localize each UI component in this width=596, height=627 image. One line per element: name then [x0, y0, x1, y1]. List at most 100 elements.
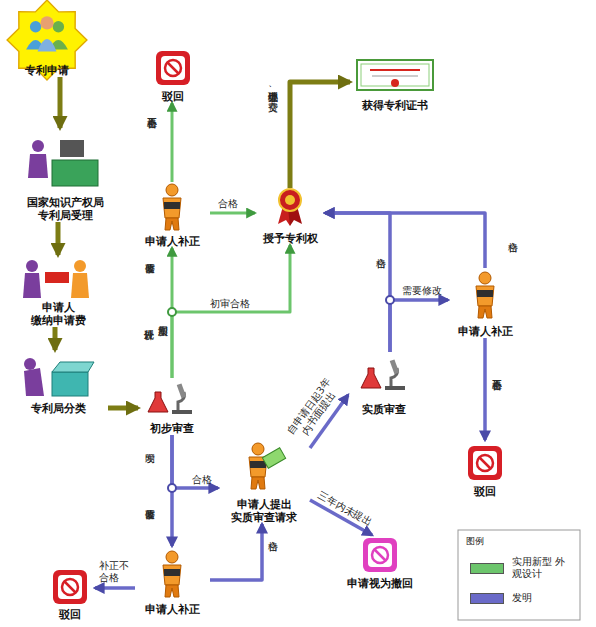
flow-arrow [172, 435, 218, 488]
process-step: 专利局分类 [8, 350, 108, 415]
start-node: 专利申请 [12, 5, 82, 77]
flow-arrow [95, 586, 135, 590]
flow-arrow [390, 300, 448, 352]
edge-label: 初审合格 [210, 298, 250, 310]
start-starburst [40, 16, 53, 29]
classify-icon [24, 368, 44, 396]
classify-icon [24, 358, 94, 396]
withdraw-icon [363, 538, 397, 572]
illustration-layer [361, 359, 405, 390]
illustration-layer [468, 446, 502, 480]
junction-dot [168, 484, 176, 492]
node-label: 授予专利权 [263, 232, 318, 245]
flow-arrow [53, 327, 58, 350]
withdrawn-node: 申请视为撤回 [338, 535, 422, 590]
reject-node: 驳回 [460, 440, 510, 498]
certificate-icon [357, 60, 433, 90]
flow-arrow [56, 222, 61, 255]
flow-arrow [325, 213, 390, 352]
office-icon [28, 154, 48, 178]
fee-icon [23, 260, 89, 298]
legend-label: 发明 [512, 592, 568, 604]
junction-dot [168, 308, 176, 316]
illustration-layer [148, 383, 192, 414]
edge-label: 办理登记手续、交费 [250, 84, 278, 166]
node-label: 驳回 [162, 90, 184, 103]
withdraw-icon [372, 547, 388, 563]
flow-arrow [483, 338, 487, 440]
legend-swatch [470, 593, 504, 604]
fee-icon [23, 273, 41, 298]
start-starburst [7, 0, 87, 80]
review-step: 初步审查 [138, 378, 206, 435]
grant-node: 授予专利权 [255, 188, 325, 245]
award-ribbon [285, 195, 295, 205]
reject-node: 驳回 [45, 565, 95, 621]
amend-step: 申请人补正 [135, 546, 210, 616]
flow-arrow [210, 524, 262, 580]
certificate-icon [372, 76, 418, 77]
fee-icon [45, 272, 69, 283]
reject-node: 驳回 [148, 45, 198, 103]
node-label: 专利申请 [25, 64, 69, 77]
flow-arrow [210, 212, 255, 215]
edge-label: 需要修改 [402, 285, 442, 297]
award-ribbon [279, 189, 301, 211]
node-label: 初步审查 [150, 422, 194, 435]
flow-arrow [325, 213, 485, 268]
withdraw-icon [374, 549, 386, 561]
amend-step: 申请人补正 [448, 268, 523, 338]
edge-label: 补正不合格 [99, 560, 133, 584]
review-step: 实质审查 [348, 352, 420, 416]
office-icon [32, 140, 44, 152]
node-label: 驳回 [59, 608, 81, 621]
flow-arrow [58, 77, 63, 128]
node-label: 申请人补正 [458, 325, 513, 338]
legend-swatch [470, 563, 504, 574]
illustration-layer [163, 184, 181, 230]
fee-icon [74, 260, 86, 272]
start-starburst [7, 0, 87, 80]
node-label: 获得专利证书 [362, 99, 428, 112]
process-step: 国家知识产权局 专利局受理 [5, 128, 125, 222]
node-label: 申请视为撤回 [347, 577, 413, 590]
withdraw-icon [368, 543, 392, 567]
node-label: 驳回 [474, 485, 496, 498]
certificate-icon [361, 64, 429, 86]
illustration-layer [53, 570, 87, 604]
fee-icon [71, 273, 89, 298]
certificate-icon [370, 69, 420, 71]
start-starburst [53, 21, 64, 32]
withdraw-icon [363, 538, 397, 572]
certificate-icon [391, 79, 399, 87]
illustration-layer [163, 551, 181, 597]
junction-dot [386, 296, 394, 304]
edge-label: 合格 [192, 474, 212, 486]
classify-icon [52, 372, 88, 396]
legend-frame [458, 530, 580, 620]
office-icon [60, 140, 84, 157]
illustration-layer [249, 443, 267, 489]
node-label: 实质审查 [362, 403, 406, 416]
flow-arrow [290, 82, 350, 188]
node-label: 申请人补正 [145, 603, 200, 616]
flow-arrow [108, 406, 138, 411]
illustration-layer [476, 272, 494, 318]
flow-arrow [171, 103, 174, 182]
process-step: 申请人 缴纳申请费 [8, 255, 108, 327]
illustration-layer [156, 51, 190, 85]
office-icon [52, 160, 98, 186]
node-label: 申请人补正 [145, 235, 200, 248]
legend-row: 实用新型 外观设计 [470, 556, 568, 580]
classify-icon [24, 358, 36, 370]
node-label: 国家知识产权局 专利局受理 [23, 196, 107, 222]
edge-label: 合格 [218, 198, 238, 210]
node-label: 专利局分类 [31, 402, 86, 415]
node-label: 申请人 缴纳申请费 [23, 301, 93, 327]
fee-icon [26, 260, 38, 272]
legend-label: 实用新型 外观设计 [512, 556, 568, 580]
amend-step: 申请人补正 [135, 182, 210, 248]
